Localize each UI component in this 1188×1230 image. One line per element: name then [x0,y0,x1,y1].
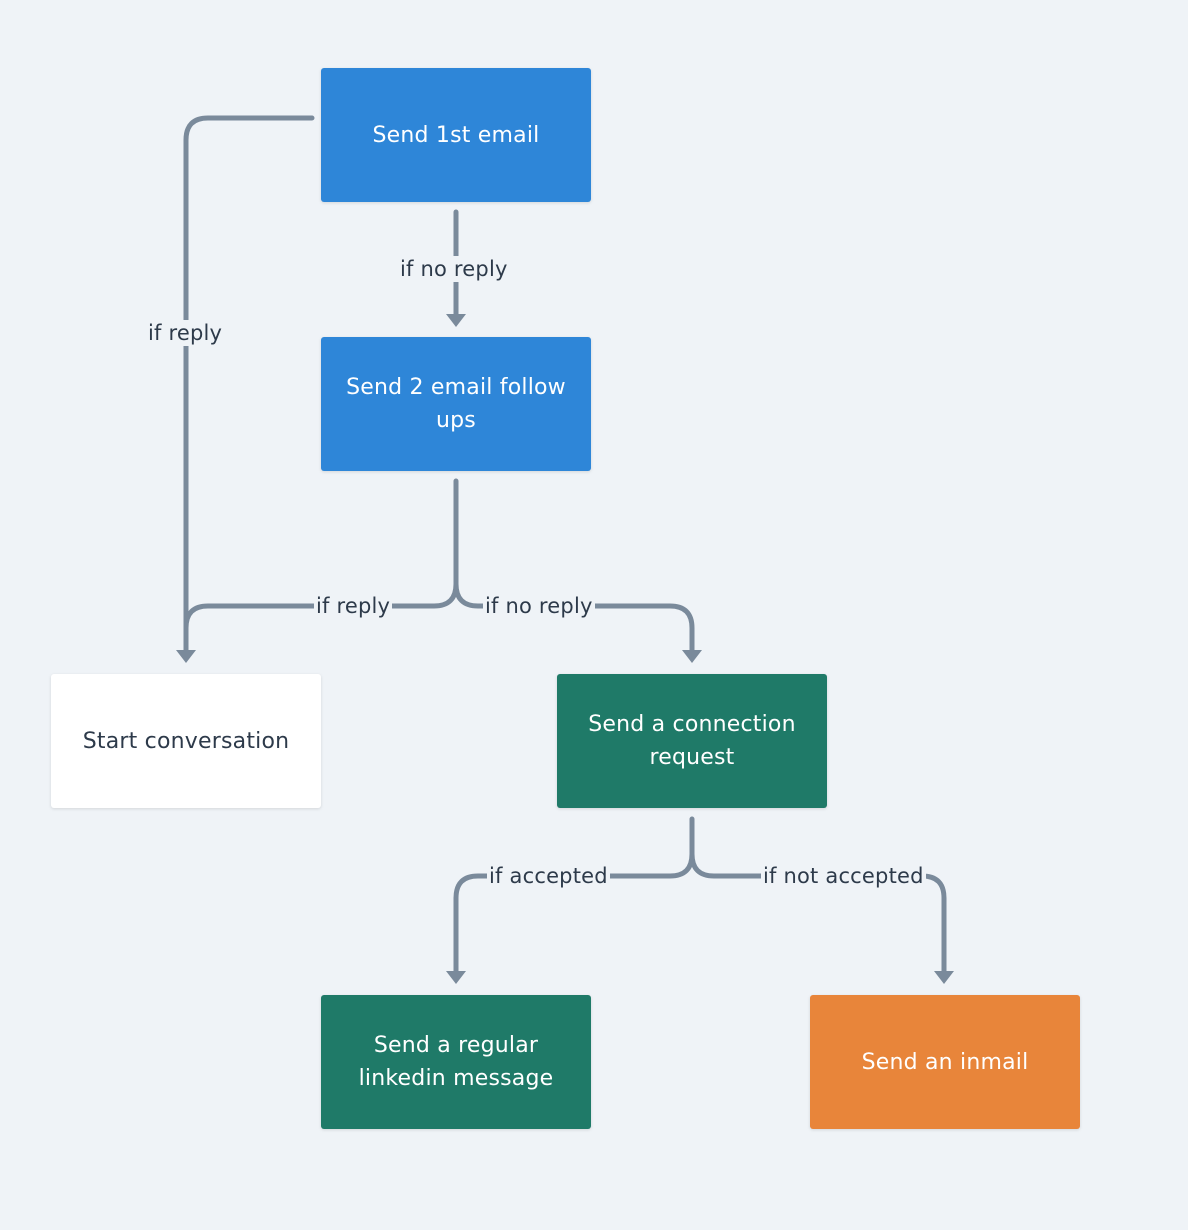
connector-followups-to-connection [453,581,695,658]
node-send-first-email[interactable]: Send 1st email [321,68,591,202]
node-label: Send 2 email follow ups [346,375,566,433]
arrowhead-conversation [176,650,196,663]
edge-label-first-reply: if reply [146,320,225,346]
node-send-inmail[interactable]: Send an inmail [810,995,1080,1129]
connector-connection-to-message [453,816,695,978]
node-start-conversation[interactable]: Start conversation [51,674,321,808]
node-label: Send a regular linkedin message [358,1033,554,1091]
arrowhead-inmail [934,971,954,984]
edge-label-followups-no-reply: if no reply [483,593,595,619]
node-connection-request[interactable]: Send a connection request [557,674,827,808]
edge-label-first-no-reply: if no reply [398,256,510,282]
edge-label-accepted: if accepted [487,863,610,889]
edge-label-followups-reply: if reply [314,593,393,619]
arrowhead-message [446,971,466,984]
node-label: Start conversation [82,728,290,754]
node-send-follow-ups[interactable]: Send 2 email follow ups [321,337,591,471]
arrowhead-followups [446,314,466,327]
node-label: Send 1st email [372,122,540,148]
arrowhead-connection [682,650,702,663]
node-label: Send a connection request [588,712,796,770]
edge-label-not-accepted: if not accepted [761,863,926,889]
node-regular-linkedin-message[interactable]: Send a regular linkedin message [321,995,591,1129]
connector-first-to-conversation [183,115,315,658]
node-label: Send an inmail [861,1049,1029,1075]
